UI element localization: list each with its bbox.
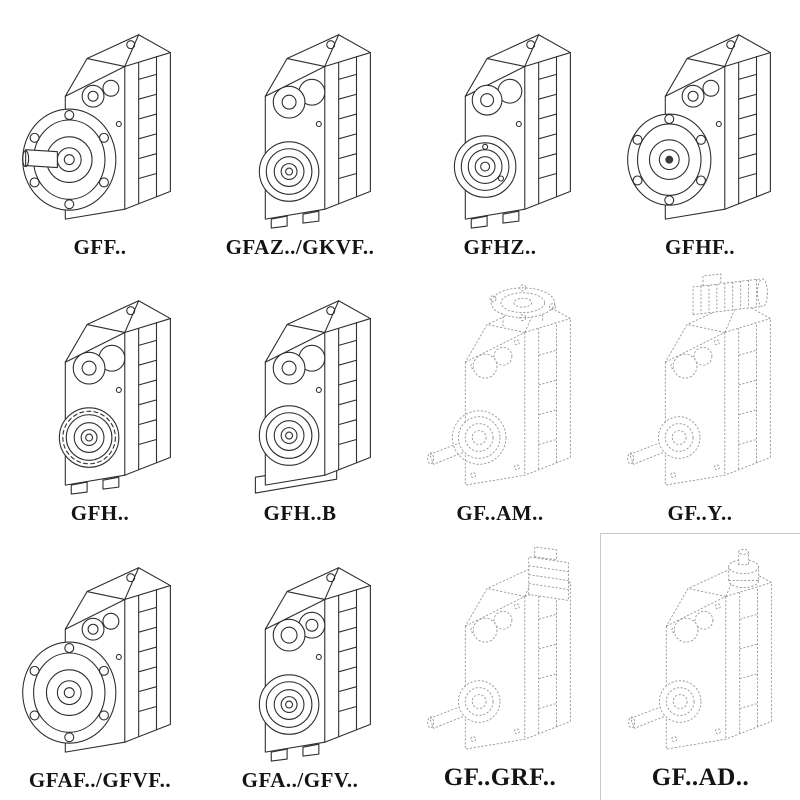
model-label-gff: GFF..	[73, 234, 127, 259]
catalog-cell-gfhz: GFHZ..	[400, 0, 600, 267]
gfhf-drawing	[602, 4, 798, 234]
gf-am-drawing	[402, 271, 598, 501]
catalog-cell-gfhf: GFHF..	[600, 0, 800, 267]
catalog-cell-gff: GFF..	[0, 0, 200, 267]
catalog-cell-gfh-b: GFH..B	[200, 267, 400, 534]
catalog-cell-gf-grf: GF..GRF..	[400, 533, 600, 800]
gfh-b-drawing	[202, 271, 398, 501]
gf-ad-drawing	[603, 535, 798, 763]
model-label-gfhz: GFHZ..	[463, 234, 537, 259]
catalog-cell-gf-y: GF..Y..	[600, 267, 800, 534]
catalog-cell-gfa-gfv: GFA../GFV..	[200, 533, 400, 800]
catalog-cell-gf-ad: GF..AD..	[600, 533, 800, 800]
catalog-cell-gf-am: GF..AM..	[400, 267, 600, 534]
gfa-gfv-drawing	[202, 537, 398, 767]
model-label-gf-ad: GF..AD..	[651, 763, 750, 791]
gff-drawing	[2, 4, 198, 234]
gf-y-drawing	[602, 271, 798, 501]
model-label-gfaf-gfvf: GFAF../GFVF..	[28, 767, 172, 792]
model-label-gfh-b: GFH..B	[263, 501, 337, 526]
model-label-gf-y: GF..Y..	[667, 501, 733, 526]
model-label-gfa-gfv: GFA../GFV..	[241, 767, 359, 792]
catalog-cell-gfaf-gfvf: GFAF../GFVF..	[0, 533, 200, 800]
model-label-gfaz-gkvf: GFAZ../GKVF..	[225, 234, 375, 259]
gfaz-gkvf-drawing	[202, 4, 398, 234]
model-label-gf-grf: GF..GRF..	[443, 763, 557, 791]
gfhz-drawing	[402, 4, 598, 234]
catalog-cell-gfaz-gkvf: GFAZ../GKVF..	[200, 0, 400, 267]
catalog-cell-gfh: GFH..	[0, 267, 200, 534]
gfaf-gfvf-drawing	[2, 537, 198, 767]
gfh-drawing	[2, 271, 198, 501]
model-label-gfh: GFH..	[70, 501, 130, 526]
model-label-gfhf: GFHF..	[665, 234, 735, 259]
gf-grf-drawing	[402, 535, 598, 763]
model-label-gf-am: GF..AM..	[456, 501, 544, 526]
